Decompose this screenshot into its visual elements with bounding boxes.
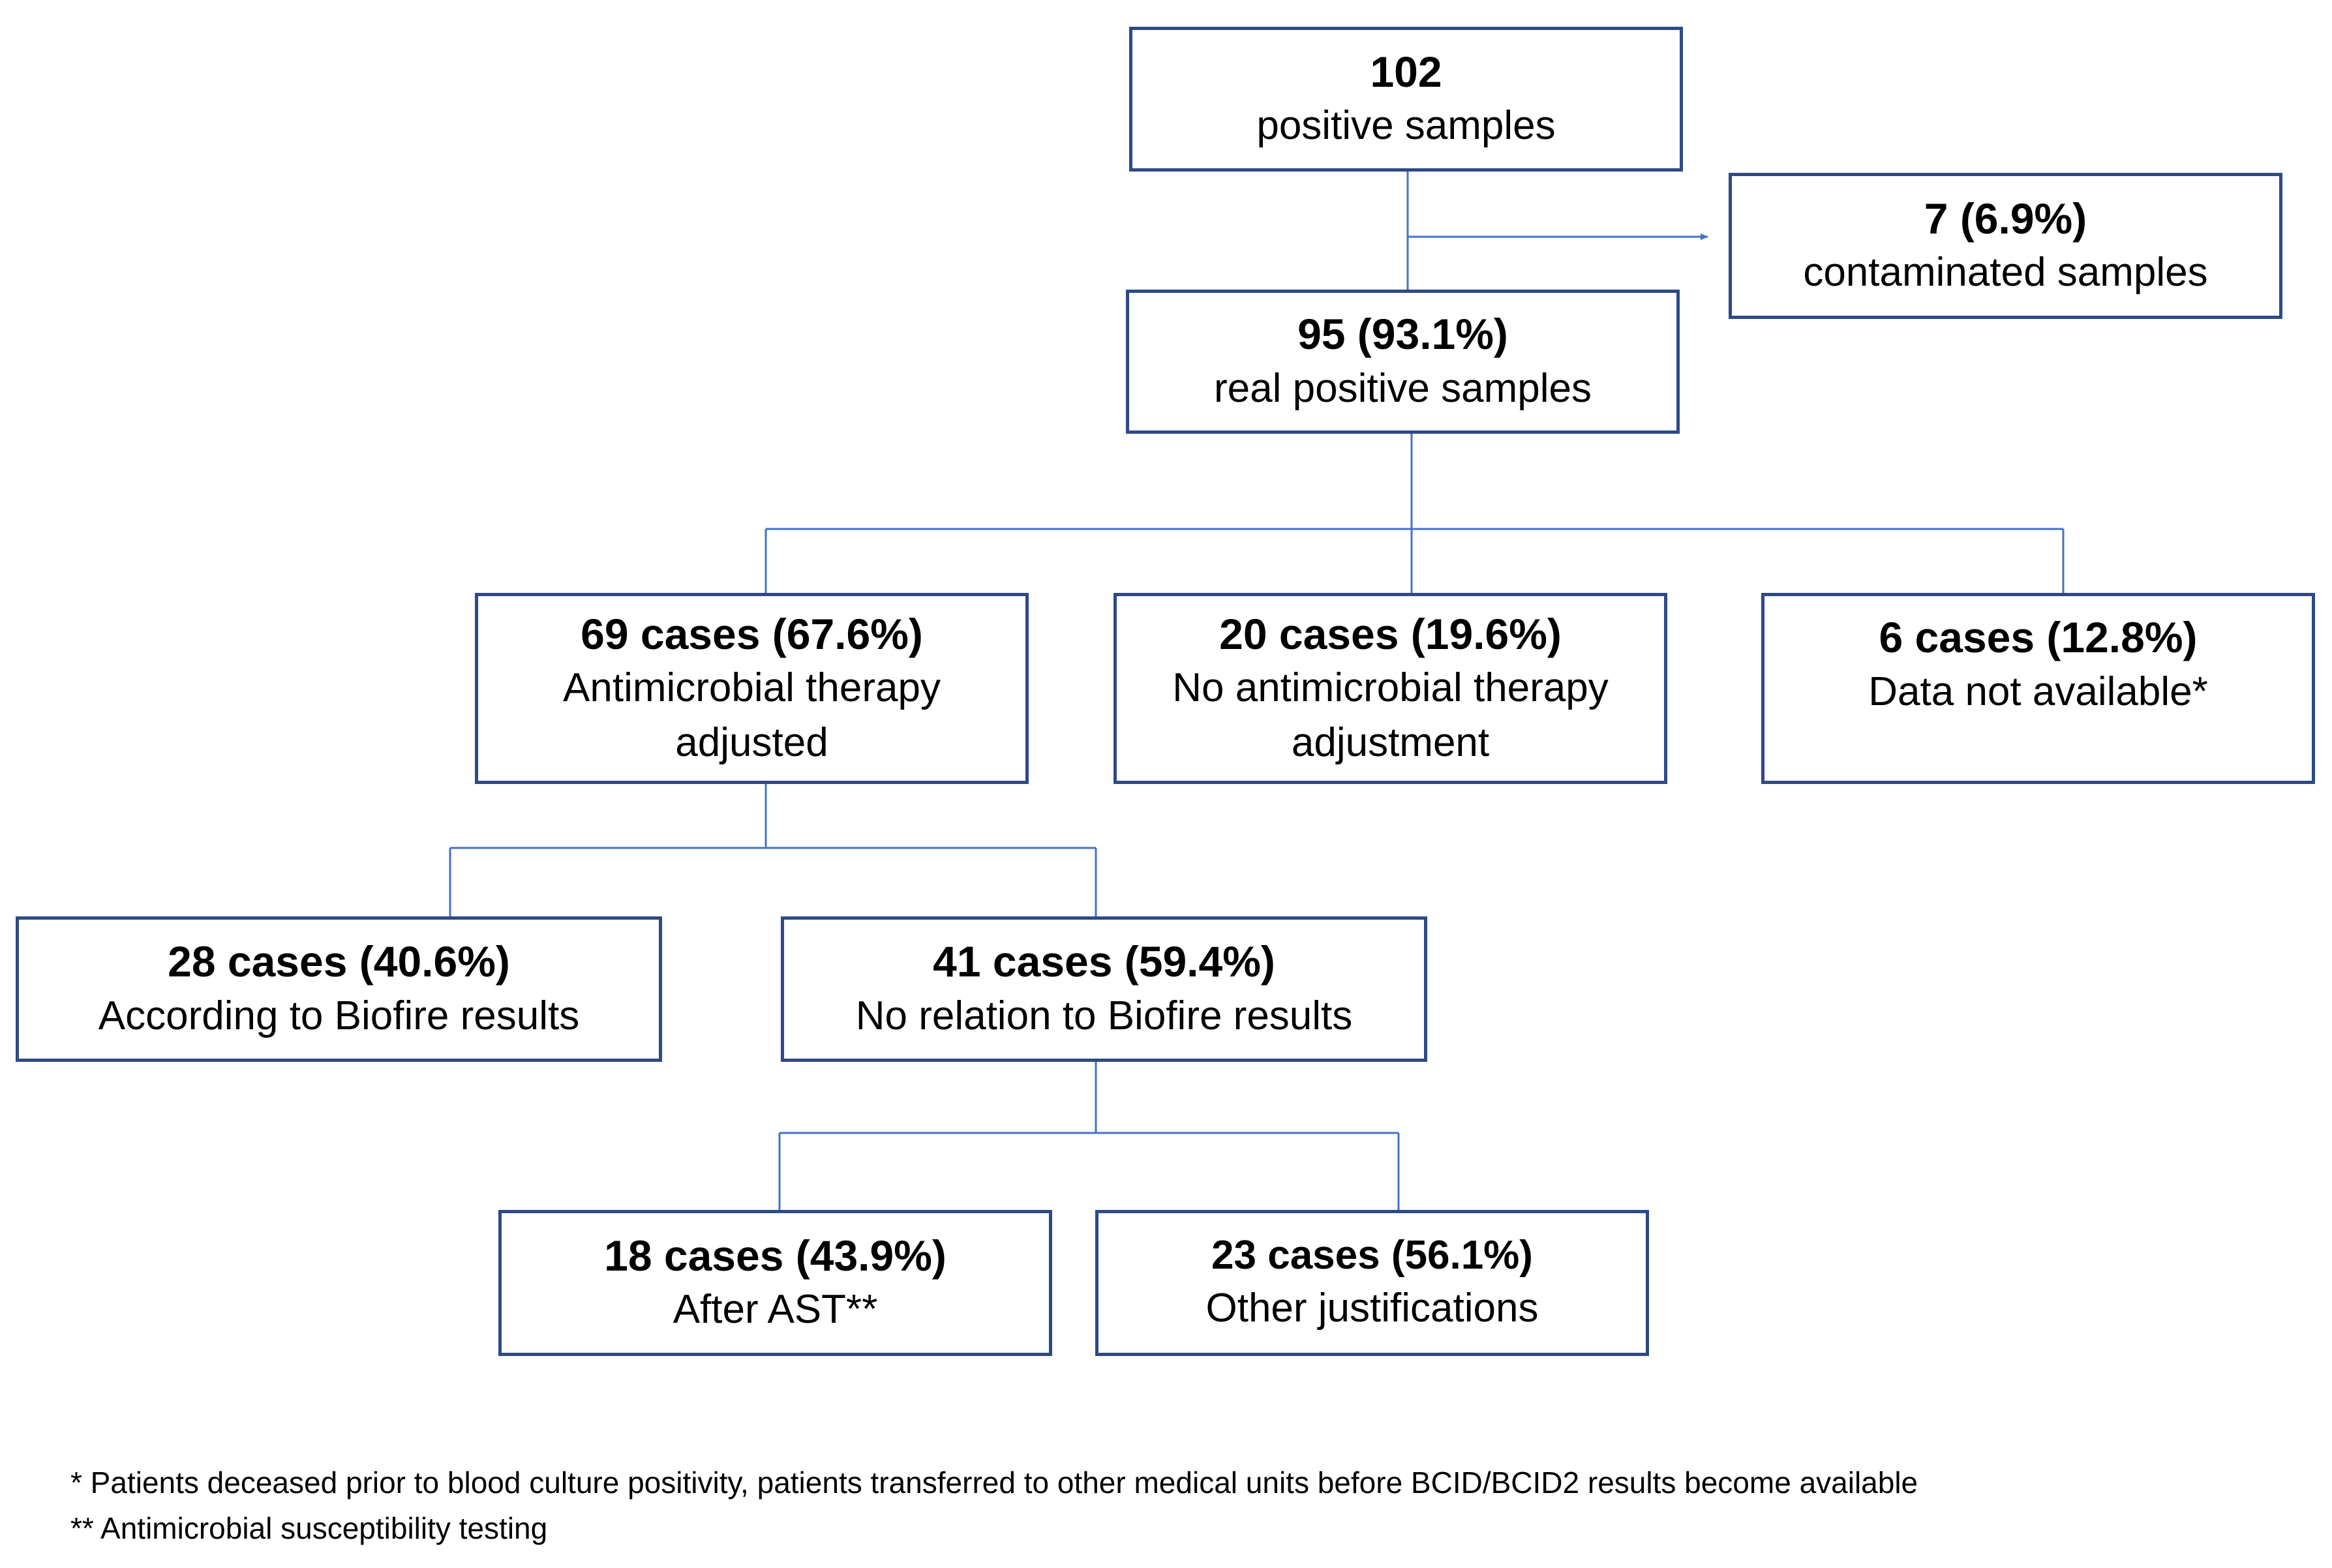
node-according-to-biofire: 28 cases (40.6%) According to Biofire re… bbox=[16, 916, 662, 1062]
node-contaminated-label: contaminated samples bbox=[1803, 250, 2208, 295]
node-other-justifications-label: Other justifications bbox=[1205, 1285, 1539, 1331]
node-no-relation-biofire-label: No relation to Biofire results bbox=[855, 993, 1353, 1038]
node-after-ast-count: 18 cases (43.9%) bbox=[604, 1231, 946, 1280]
node-therapy-adjusted-label: Antimicrobial therapy adjusted bbox=[563, 665, 941, 765]
node-real-positive: 95 (93.1%) real positive samples bbox=[1126, 290, 1680, 434]
node-real-positive-label: real positive samples bbox=[1214, 365, 1592, 411]
node-according-to-biofire-count: 28 cases (40.6%) bbox=[168, 937, 510, 986]
node-no-adjustment-label: No antimicrobial therapy adjustment bbox=[1172, 665, 1609, 765]
node-contaminated-count: 7 (6.9%) bbox=[1924, 194, 2087, 243]
node-therapy-adjusted: 69 cases (67.6%) Antimicrobial therapy a… bbox=[475, 593, 1029, 784]
node-other-justifications: 23 cases (56.1%) Other justifications bbox=[1095, 1210, 1649, 1356]
node-data-not-available: 6 cases (12.8%) Data not available* bbox=[1761, 593, 2315, 784]
node-no-relation-biofire-count: 41 cases (59.4%) bbox=[933, 937, 1275, 986]
node-root-count: 102 bbox=[1370, 47, 1442, 96]
node-after-ast: 18 cases (43.9%) After AST** bbox=[498, 1210, 1052, 1356]
node-real-positive-count: 95 (93.1%) bbox=[1297, 310, 1508, 359]
node-data-not-available-count: 6 cases (12.8%) bbox=[1879, 613, 2198, 661]
node-therapy-adjusted-count: 69 cases (67.6%) bbox=[581, 609, 923, 658]
node-other-justifications-count: 23 cases (56.1%) bbox=[1211, 1233, 1533, 1278]
node-root-label: positive samples bbox=[1256, 103, 1556, 149]
node-contaminated: 7 (6.9%) contaminated samples bbox=[1729, 173, 2282, 319]
footnote-data-not-available: * Patients deceased prior to blood cultu… bbox=[70, 1466, 1918, 1500]
node-data-not-available-label: Data not available* bbox=[1868, 669, 2208, 714]
node-no-adjustment-count: 20 cases (19.6%) bbox=[1219, 609, 1562, 658]
footnote-ast: ** Antimicrobial susceptibility testing bbox=[70, 1511, 548, 1545]
node-according-to-biofire-label: According to Biofire results bbox=[98, 993, 580, 1038]
node-after-ast-label: After AST** bbox=[673, 1287, 878, 1333]
node-no-adjustment: 20 cases (19.6%) No antimicrobial therap… bbox=[1113, 593, 1667, 784]
node-root: 102 positive samples bbox=[1129, 27, 1683, 172]
node-no-relation-biofire: 41 cases (59.4%) No relation to Biofire … bbox=[781, 916, 1427, 1062]
